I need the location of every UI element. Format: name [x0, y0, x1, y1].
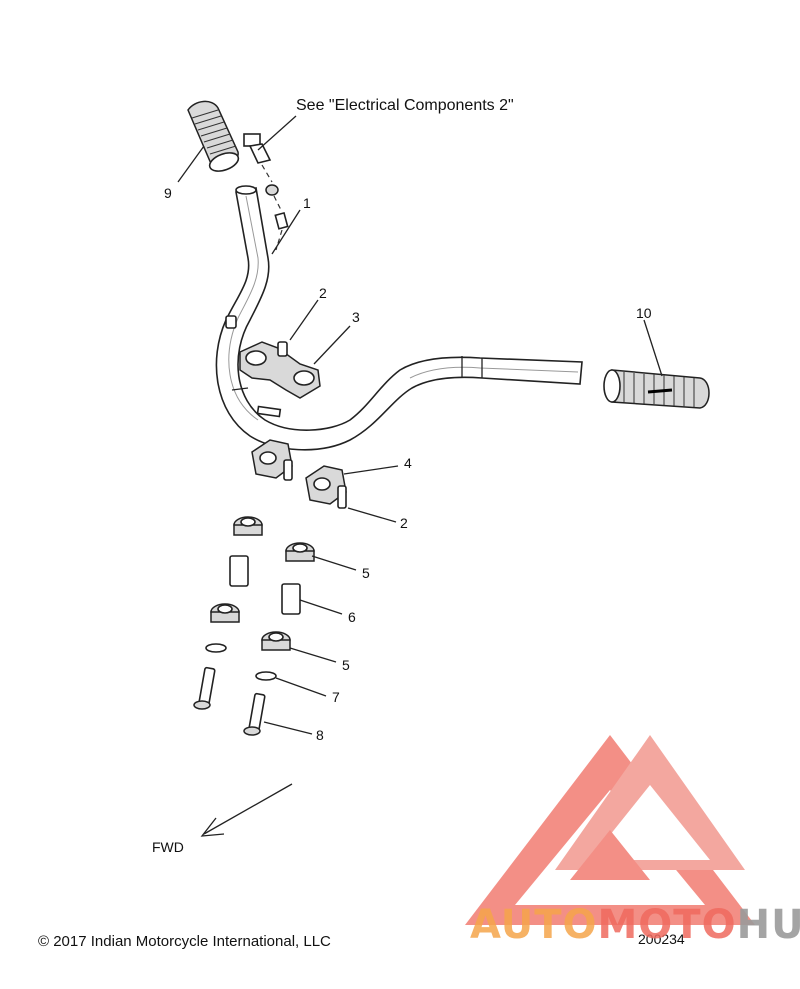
copyright-text: © 2017 Indian Motorcycle International, … [38, 933, 331, 950]
leader-lines [177, 115, 663, 735]
callout-2-top: 2 [319, 285, 327, 301]
left-grip [187, 100, 240, 172]
watermark-text-hub: HUB [737, 902, 800, 948]
callout-5-top: 5 [362, 565, 370, 581]
right-grip [603, 369, 710, 409]
watermark-text-moto: MOTO [598, 902, 737, 948]
mounting-hardware [193, 516, 315, 736]
direction-label: FWD [152, 839, 184, 855]
callout-7: 7 [332, 689, 340, 705]
callout-note: See "Electrical Components 2" [296, 97, 514, 114]
callout-8: 8 [316, 727, 324, 743]
callout-1: 1 [303, 195, 311, 211]
callout-2-bottom: 2 [400, 515, 408, 531]
handlebar [215, 185, 583, 451]
watermark-logo [465, 735, 755, 925]
callout-5-bottom: 5 [342, 657, 350, 673]
forward-arrow [200, 783, 293, 837]
electrical-fittings [243, 133, 289, 251]
callout-3: 3 [352, 309, 360, 325]
callout-4: 4 [404, 455, 412, 471]
risers [251, 439, 347, 509]
callout-10: 10 [636, 305, 652, 321]
callout-9: 9 [164, 185, 172, 201]
figure-id: 200234 [638, 931, 685, 947]
watermark-text-auto: AUTO [470, 902, 598, 948]
upper-clamp [225, 315, 321, 399]
watermark-text: AUTOMOTOHUB [470, 902, 800, 948]
callout-6: 6 [348, 609, 356, 625]
